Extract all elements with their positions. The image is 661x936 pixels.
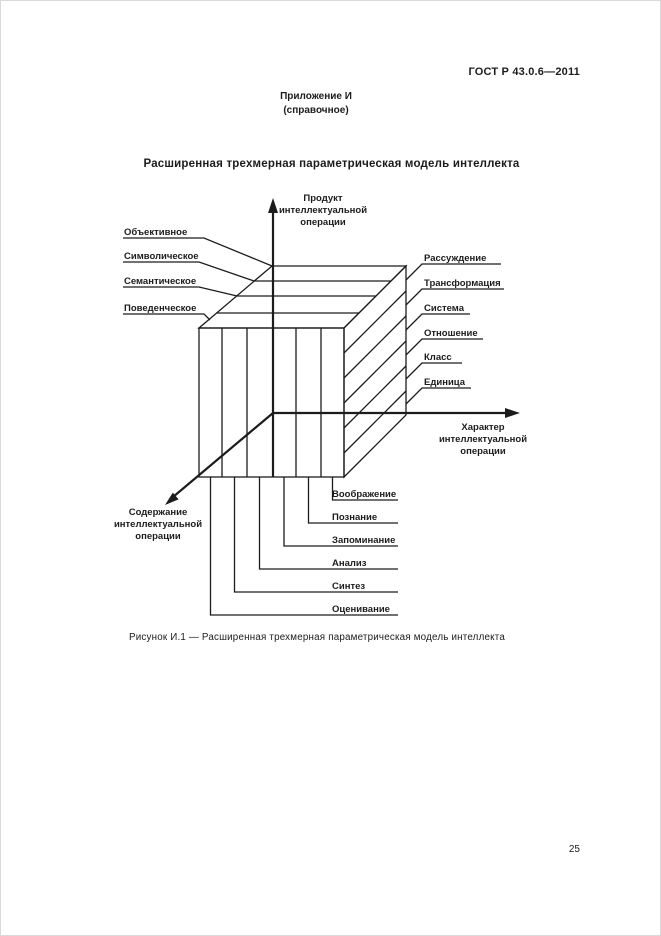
product-label: Класс (424, 352, 452, 363)
product-label: Рассуждение (424, 253, 486, 264)
annex-title: Приложение И (280, 91, 352, 102)
operation-label: Запоминание (332, 535, 395, 546)
character-axis-title: Характер интеллектуальной операции (439, 422, 527, 457)
product-label: Единица (424, 377, 466, 388)
operation-callout-lines (209, 477, 398, 616)
operation-labels: Воображение Познание Запоминание Анализ … (332, 489, 396, 615)
product-labels: Рассуждение Трансформация Система Отноше… (424, 253, 501, 388)
figure-title: Расширенная трехмерная параметрическая м… (143, 158, 520, 170)
product-callout-lines (405, 263, 504, 405)
standard-number: ГОСТ Р 43.0.6—2011 (468, 66, 580, 78)
svg-text:интеллектуальной: интеллектуальной (439, 434, 527, 445)
svg-text:операции: операции (135, 531, 181, 542)
figure-caption: Рисунок И.1 — Расширенная трехмерная пар… (129, 632, 505, 643)
content-labels: Объективное Символическое Семантическое … (124, 227, 199, 314)
svg-text:интеллектуальной: интеллектуальной (114, 519, 202, 530)
operation-label: Познание (332, 512, 377, 523)
svg-text:Характер: Характер (461, 422, 504, 433)
content-label: Поведенческое (124, 303, 196, 314)
content-label: Символическое (124, 251, 199, 262)
cube (197, 264, 408, 479)
product-axis-arrow (268, 198, 278, 213)
content-callout-lines (123, 237, 273, 321)
page-number: 25 (568, 844, 580, 855)
content-axis-arrow (165, 492, 179, 505)
svg-text:Содержание: Содержание (129, 507, 188, 518)
cube-front-face (198, 327, 345, 478)
annex-type: (справочное) (283, 105, 349, 116)
content-axis-title: Содержание интеллектуальной операции (114, 507, 202, 542)
operation-label: Воображение (332, 489, 396, 500)
axes-lines (172, 212, 507, 498)
content-axis-line (172, 412, 274, 498)
svg-text:Продукт: Продукт (303, 193, 342, 204)
svg-text:интеллектуальной: интеллектуальной (279, 205, 367, 216)
product-label: Трансформация (424, 278, 501, 289)
content-label: Семантическое (124, 276, 196, 287)
svg-text:операции: операции (460, 446, 506, 457)
svg-text:операции: операции (300, 217, 346, 228)
character-axis-arrow (505, 408, 520, 418)
operation-label: Синтез (332, 581, 365, 592)
product-label: Система (424, 303, 465, 314)
product-axis-title: Продукт интеллектуальной операции (279, 193, 367, 228)
operation-label: Оценивание (332, 604, 390, 615)
axes-arrowheads (165, 198, 520, 505)
content-label: Объективное (124, 227, 187, 238)
product-label: Отношение (424, 328, 478, 339)
annex-heading: Приложение И (справочное) (1, 90, 631, 118)
operation-label: Анализ (332, 558, 367, 569)
